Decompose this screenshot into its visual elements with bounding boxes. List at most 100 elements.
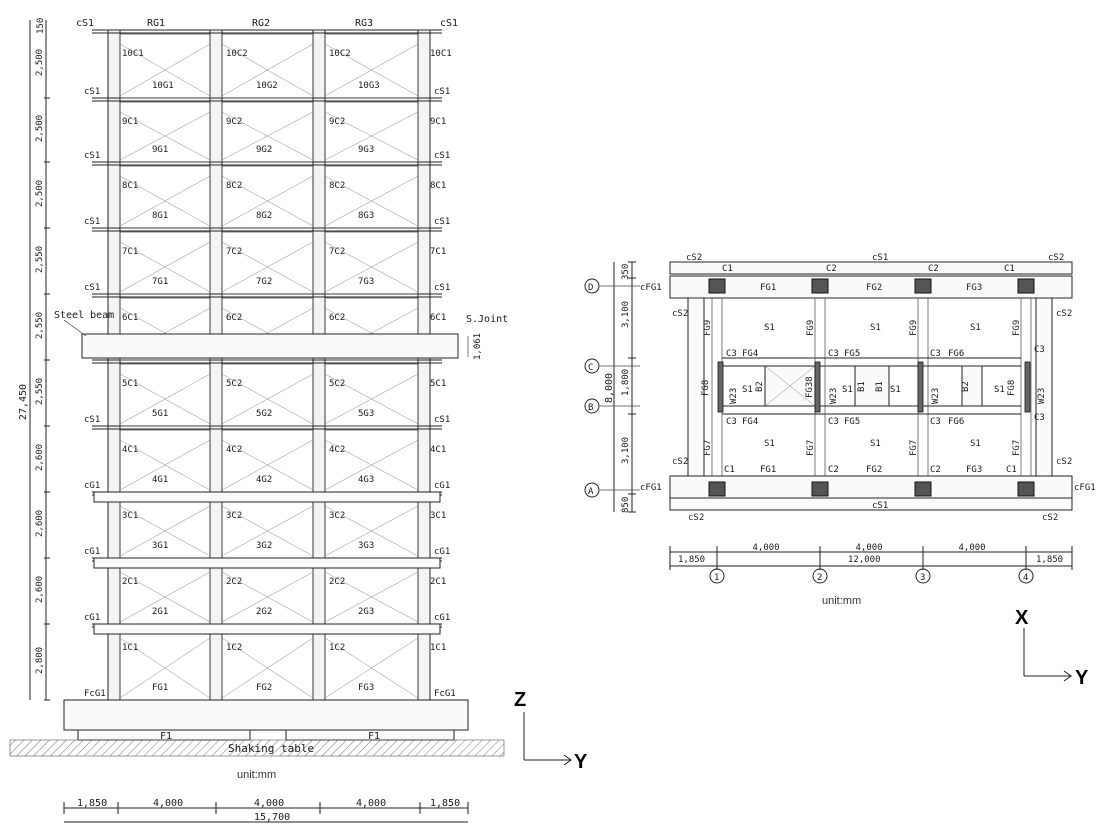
corner-br: cS2 <box>1042 513 1058 523</box>
outer-dim-l: 1,850 <box>678 555 705 565</box>
col-top: C1 <box>1004 264 1015 274</box>
col-label: 2C1 <box>122 577 138 587</box>
col-label: 1C1 <box>122 643 138 653</box>
side-label: cG1 <box>434 481 450 491</box>
slab: S1 <box>870 323 881 333</box>
col-top: C2 <box>928 264 939 274</box>
row-marker: A <box>588 487 594 497</box>
beam-label: 8G1 <box>152 211 168 221</box>
corner-tl: cS2 <box>686 253 702 263</box>
mid-beam: FG5 <box>844 417 860 427</box>
top-beam: cFG1 <box>640 283 662 293</box>
side-label: cS1 <box>84 87 100 97</box>
c3: C3 <box>828 417 839 427</box>
col-label: 7C1 <box>430 247 446 257</box>
c3: C3 <box>930 417 941 427</box>
edge-beam-low: FG7 <box>909 440 919 456</box>
col-label: 2C1 <box>430 577 446 587</box>
col-label: 8C2 <box>329 181 345 191</box>
c3-r2: C3 <box>1034 413 1045 423</box>
side-label: cG1 <box>434 547 450 557</box>
col-label: 6C1 <box>430 313 446 323</box>
beam-label: 5G1 <box>152 409 168 419</box>
col-label: 2C2 <box>226 577 242 587</box>
col-bottom: C1 <box>1006 465 1017 475</box>
col-label: 10C1 <box>430 49 452 59</box>
top-slab: cS1 <box>872 253 888 263</box>
bottom-dim: 4,000 <box>153 798 183 809</box>
top-beam-label: FG3 <box>966 283 982 293</box>
col-label: 2C2 <box>329 577 345 587</box>
bottom-beam-label: FG3 <box>966 465 982 475</box>
slab: S1 <box>970 323 981 333</box>
plan-left-dim: 3,100 <box>621 301 631 328</box>
edge-beam: FG9 <box>1012 320 1022 336</box>
col-label: 10C1 <box>122 49 144 59</box>
col-label: 6C2 <box>226 313 242 323</box>
mid-beam: FG6 <box>948 417 964 427</box>
col-label: 9C1 <box>122 117 138 127</box>
joint-dim: 1,061 <box>473 333 483 360</box>
col-label: 10C2 <box>226 49 248 59</box>
side-label: cS1 <box>84 217 100 227</box>
col-label: 4C2 <box>226 445 242 455</box>
edge-beam: FG9 <box>909 320 919 336</box>
col-label: 8C2 <box>226 181 242 191</box>
side-label: cG1 <box>84 547 100 557</box>
beam-label: 10G2 <box>256 81 278 91</box>
fg38-label: FG38 <box>805 376 815 398</box>
floor-height-dim: 2,500 <box>35 180 45 207</box>
beam-label: 4G3 <box>358 475 374 485</box>
slab: S1 <box>870 439 881 449</box>
beam-label: 8G3 <box>358 211 374 221</box>
col-label: 3C2 <box>329 511 345 521</box>
bottom-dim: 1,850 <box>430 798 460 809</box>
corner-bl: cS2 <box>688 513 704 523</box>
bottom-beam-r: cFG1 <box>1074 483 1096 493</box>
edge-beam: FG9 <box>703 320 713 336</box>
elevation-view: 2,5002,5002,5002,5502,5502,5502,6002,600… <box>9 18 588 823</box>
side-label: cS1 <box>84 415 100 425</box>
beam-label: FG3 <box>358 683 374 693</box>
c3: C3 <box>930 349 941 359</box>
plan-unit: unit:mm <box>822 595 861 607</box>
col-label: 4C2 <box>329 445 345 455</box>
plan-axis-y: Y <box>1075 667 1089 689</box>
side-label: cS1 <box>434 283 450 293</box>
roof-beam-2: RG2 <box>252 18 270 29</box>
base-label-1: F1 <box>160 731 172 742</box>
side-label: cS1 <box>84 283 100 293</box>
edge-beam-low: FG7 <box>703 440 713 456</box>
slab: S1 <box>970 439 981 449</box>
col-label: 7C1 <box>122 247 138 257</box>
plan-left-dim: 850 <box>621 497 631 513</box>
joint-label: S.Joint <box>466 314 508 325</box>
mid-beam: FG5 <box>844 349 860 359</box>
plan-left-dim: 3,100 <box>621 437 631 464</box>
beam-label: FG1 <box>152 683 168 693</box>
corner-r: cS2 <box>1056 309 1072 319</box>
slab: S1 <box>764 323 775 333</box>
elev-axis-y: Y <box>574 751 588 773</box>
beam-label: 5G3 <box>358 409 374 419</box>
side-label: FcG1 <box>84 689 106 699</box>
col-marker: 3 <box>920 573 925 583</box>
c3: C3 <box>726 349 737 359</box>
beam-label: 3G1 <box>152 541 168 551</box>
row-marker: D <box>588 283 593 293</box>
floor-height-dim: 2,600 <box>35 444 45 471</box>
col-marker: 2 <box>817 573 822 583</box>
beam-label: 9G1 <box>152 145 168 155</box>
col-top: C1 <box>722 264 733 274</box>
top-beam-label: FG2 <box>866 283 882 293</box>
beam-label: 8G2 <box>256 211 272 221</box>
wall-label: W23 <box>729 388 739 404</box>
col-label: 8C1 <box>122 181 138 191</box>
row-marker: B <box>588 403 593 413</box>
slab-mid: S1 <box>742 385 753 395</box>
roof-side-right: cS1 <box>440 18 458 29</box>
beam-label: 7G2 <box>256 277 272 287</box>
roof-beam-1: RG1 <box>147 18 165 29</box>
floor-height-dim: 2,500 <box>35 115 45 142</box>
col-label: 9C2 <box>329 117 345 127</box>
